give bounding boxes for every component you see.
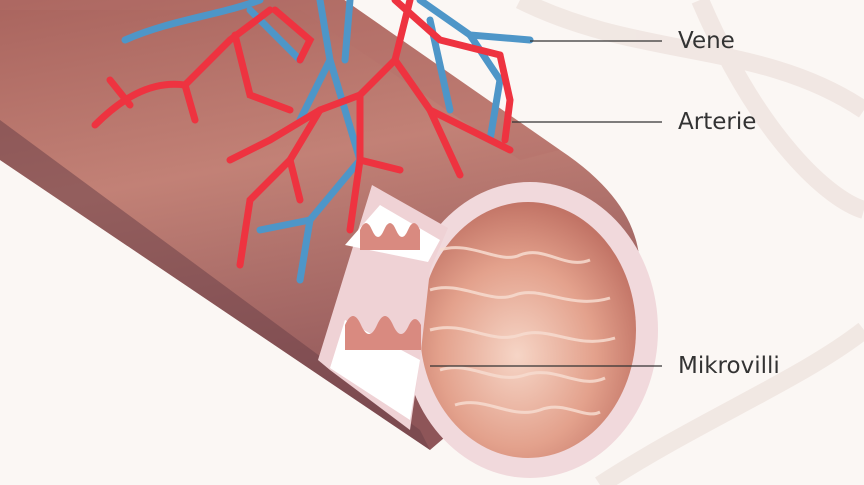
vene-label: Vene [678,28,735,54]
arteries [91,0,514,269]
arterie-label: Arterie [678,109,757,135]
mikrovilli-label: Mikrovilli [678,353,780,379]
leader-lines [430,40,662,367]
tube-lumen [420,202,636,458]
cross-section [318,182,658,478]
mucosa-folds [429,246,616,416]
villi [345,223,421,350]
tube-shadow [0,120,430,450]
